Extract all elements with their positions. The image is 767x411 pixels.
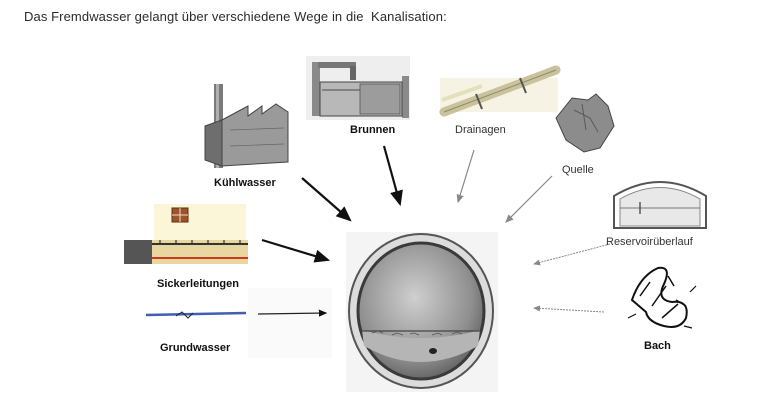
label-grundwasser: Grundwasser [160,342,231,354]
arrow-bach [533,305,605,313]
arrow-reservoir [533,243,611,266]
arrow-brunnen [382,145,403,207]
label-brunnen: Brunnen [350,124,396,136]
sewer-pipe-section [346,232,498,392]
label-bach: Bach [644,340,671,352]
sickerleitungen-illustration [124,204,248,264]
grundwasser-illustration [145,288,332,358]
arrow-drainagen [456,149,475,204]
quelle-illustration [555,93,615,153]
kuehlwasser-illustration [204,84,289,168]
label-drainagen: Drainagen [455,124,506,136]
arrow-grundwasser [257,309,328,317]
label-kuehlwasser: Kühlwasser [214,177,276,189]
arrow-kuehlwasser [301,177,352,222]
label-quelle: Quelle [562,164,594,176]
reservoir-illustration [613,181,707,229]
bach-illustration [627,266,697,329]
brunnen-illustration [306,56,410,120]
arrow-sickerleitungen [261,238,331,263]
flow-arrows [257,145,611,317]
arrow-quelle [505,175,553,223]
drainagen-illustration [439,65,561,117]
diagram-heading: Das Fremdwasser gelangt über verschieden… [24,9,447,24]
label-reservoir: Reservoirüberlauf [606,236,693,248]
label-sickerleitungen: Sickerleitungen [157,278,239,290]
